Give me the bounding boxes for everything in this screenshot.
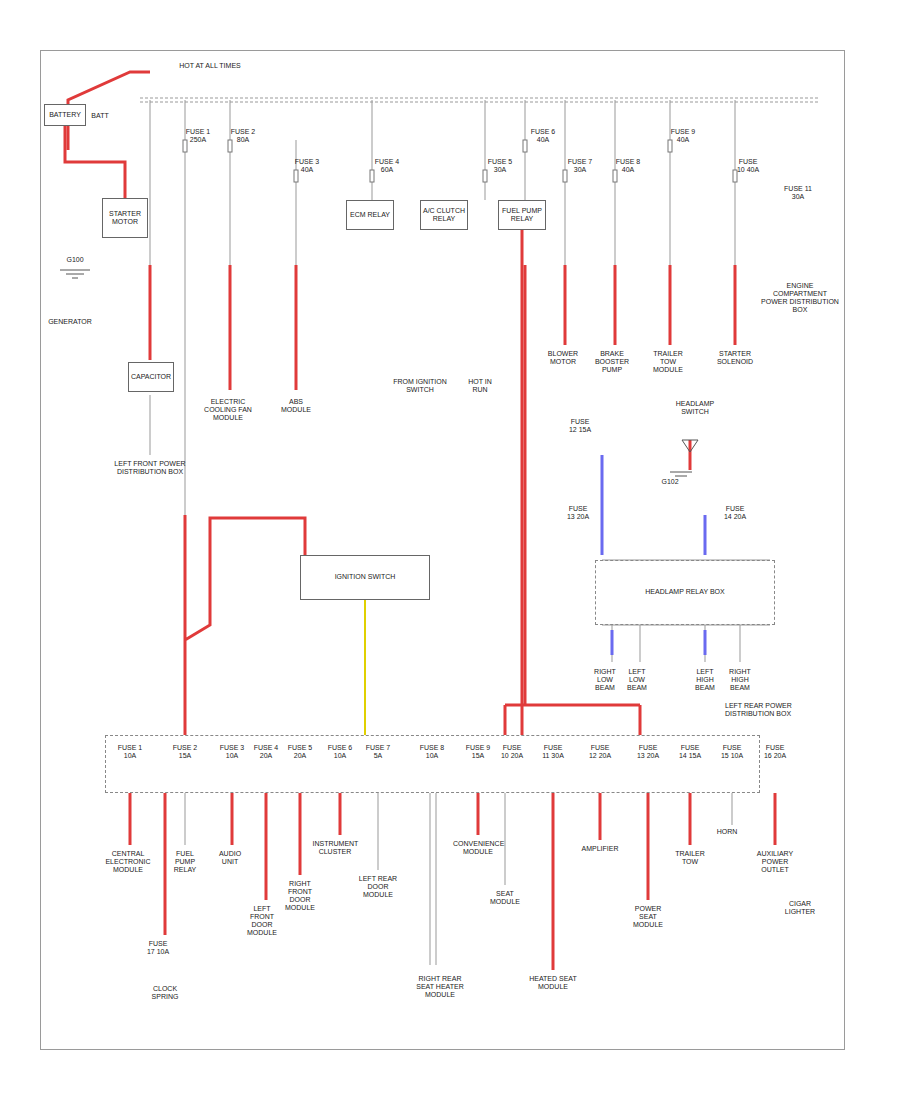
wiring-label: FUSE 3 10A [219,744,245,760]
wiring-label: RIGHT REAR SEAT HEATER MODULE [410,975,470,999]
wiring-label: FUSE 11 30A [784,185,812,201]
fuse-box-band: LEFT REAR POWER DISTRIBUTION BOX [105,735,760,793]
wiring-label: FUSE 8 40A [615,158,641,174]
wiring-label: BRAKE BOOSTER PUMP [590,350,635,374]
wiring-label: FUSE 13 20A [635,744,661,760]
wiring-label: AUDIO UNIT [212,850,248,866]
wiring-label: FUSE 7 30A [567,158,593,174]
wiring-label: LEFT FRONT POWER DISTRIBUTION BOX [110,460,190,476]
wiring-label: FUSE 7 5A [365,744,391,760]
wiring-label: FUSE 5 20A [287,744,313,760]
wiring-label: SEAT MODULE [485,890,525,906]
starter-motor: STARTER MOTOR [102,198,148,238]
wiring-label: BLOWER MOTOR [543,350,583,366]
wiring-label: FUSE 5 30A [487,158,513,174]
wiring-label: CLOCK SPRING [145,985,185,1001]
wiring-label: FUSE 12 20A [587,744,613,760]
wiring-label: FUSE 4 20A [253,744,279,760]
wiring-label: FUSE 9 40A [670,128,696,144]
relay-box: ECM RELAY [346,200,394,230]
wiring-label: FUSE 6 40A [530,128,556,144]
wiring-label: FUSE 1 10A [117,744,143,760]
wiring-label: FUSE 6 10A [327,744,353,760]
capacitor-box: CAPACITOR [128,362,174,392]
wiring-label: FUSE 17 10A [145,940,171,956]
wiring-label: FUSE 4 60A [374,158,400,174]
wiring-label: FUSE 3 40A [294,158,320,174]
wiring-label: HEADLAMP SWITCH [665,400,725,416]
wiring-label: BATT [85,112,115,120]
wiring-label: RIGHT LOW BEAM [592,668,618,692]
wiring-label: INSTRUMENT CLUSTER [313,840,358,856]
wire-connector [522,230,523,735]
wiring-label: FUSE 13 20A [564,505,592,521]
relay-box: FUEL PUMP RELAY [498,200,546,230]
wiring-label: ENGINE COMPARTMENT POWER DISTRIBUTION BO… [760,282,840,314]
wiring-label: ELECTRIC COOLING FAN MODULE [198,398,258,422]
wiring-label: GENERATOR [40,318,100,326]
wiring-label: RIGHT HIGH BEAM [727,668,753,692]
wiring-label: FUSE 2 15A [172,744,198,760]
wire-connector [365,600,366,735]
node-label: HEADLAMP RELAY BOX [643,586,726,598]
wiring-label: POWER SEAT MODULE [626,905,671,929]
wiring-label: CIGAR LIGHTER [780,900,820,916]
wiring-label: FUSE 16 20A [762,744,788,760]
wiring-label: TRAILER TOW [670,850,710,866]
wiring-label: CONVENIENCE MODULE [453,840,503,856]
wiring-label: FUSE 11 30A [540,744,566,760]
wiring-label: FUEL PUMP RELAY [170,850,200,874]
battery-box: BATTERY [44,104,86,126]
node-label: FUEL PUMP RELAY [499,205,545,225]
wiring-label: HOT AT ALL TIMES [150,62,270,70]
wiring-label: FUSE 12 15A [566,418,594,434]
wiring-label: FUSE 14 15A [677,744,703,760]
node-label: STARTER MOTOR [103,208,147,228]
wire-connector [65,126,125,198]
wiring-label: FROM IGNITION SWITCH [385,378,455,394]
wiring-label: G100 [60,256,90,264]
wiring-label: FUSE 10 40A [734,158,762,174]
relay-box: A/C CLUTCH RELAY [420,200,468,230]
node-label: BATTERY [47,109,83,121]
wiring-label: HORN [714,828,740,836]
wiring-label: FUSE 14 20A [721,505,749,521]
node-label: CAPACITOR [129,371,173,383]
wiring-label: ABS MODULE [276,398,316,414]
wiring-label: HEATED SEAT MODULE [523,975,583,991]
wiring-label: G102 [657,478,683,486]
wiring-label: CENTRAL ELECTRONIC MODULE [103,850,153,874]
wiring-label: FUSE 15 10A [719,744,745,760]
wiring-label: LEFT REAR DOOR MODULE [358,875,398,899]
wiring-label: FUSE 1 250A [185,128,211,144]
node-label: LEFT REAR POWER DISTRIBUTION BOX [723,700,837,720]
switch-box: IGNITION SWITCH [300,555,430,600]
node-label: ECM RELAY [348,209,392,221]
wiring-label: STARTER SOLENOID [710,350,760,366]
node-label: A/C CLUTCH RELAY [421,205,467,225]
node-label: IGNITION SWITCH [333,571,398,583]
wiring-label: AUXILIARY POWER OUTLET [753,850,798,874]
wiring-label: HOT IN RUN [460,378,500,394]
wiring-label: LEFT FRONT DOOR MODULE [242,905,282,937]
relay-band: HEADLAMP RELAY BOX [595,560,775,625]
wiring-label: LEFT LOW BEAM [624,668,650,692]
wiring-label: AMPLIFIER [580,845,620,853]
wiring-label: TRAILER TOW MODULE [646,350,691,374]
wiring-label: FUSE 9 15A [465,744,491,760]
wiring-label: LEFT HIGH BEAM [692,668,718,692]
wiring-label: FUSE 2 80A [230,128,256,144]
wiring-label: RIGHT FRONT DOOR MODULE [280,880,320,912]
wiring-label: FUSE 8 10A [419,744,445,760]
wiring-label: FUSE 10 20A [499,744,525,760]
